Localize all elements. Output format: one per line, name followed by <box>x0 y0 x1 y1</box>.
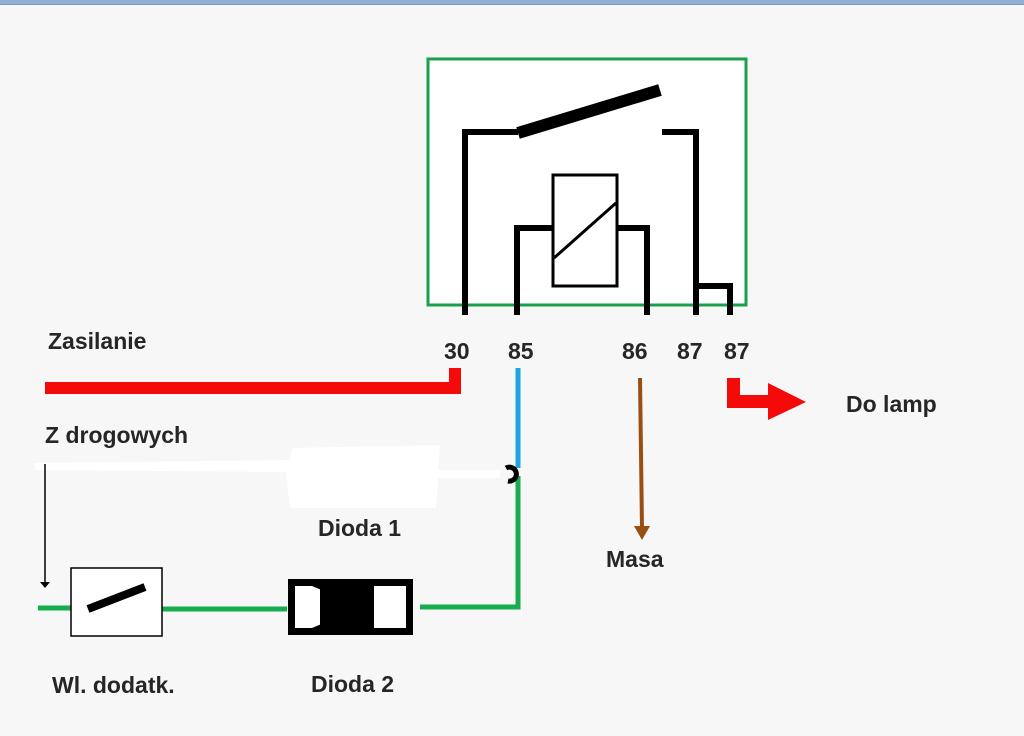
diode2-symbol <box>320 586 366 628</box>
ground-wire <box>638 377 644 529</box>
output-arrow <box>727 378 806 420</box>
diode1-label: Dioda 1 <box>318 515 402 541</box>
erased-wire-patch <box>34 445 500 508</box>
pin-label-85: 85 <box>508 338 534 364</box>
to-lamps-label: Do lamp <box>846 391 937 417</box>
diode2-window-right <box>374 586 406 628</box>
high-beam-arrow-head <box>40 582 50 588</box>
high-beam-label: Z drogowych <box>45 422 189 448</box>
pin-label-30: 30 <box>444 338 470 364</box>
switch-wire-right <box>420 476 521 610</box>
wire-junction-hook <box>504 464 519 484</box>
power-wire <box>45 368 461 394</box>
relay-coil-slash <box>553 201 617 260</box>
aux-switch-lever <box>86 583 147 613</box>
aux-switch-label: Wl. dodatk. <box>52 672 175 698</box>
relay-contact-30 <box>462 129 518 315</box>
pin-label-86: 86 <box>622 338 648 364</box>
relay-contact-87-branch <box>696 283 733 315</box>
ground-label: Masa <box>606 546 664 572</box>
power-label: Zasilanie <box>48 328 147 354</box>
relay-contact-87 <box>662 129 699 315</box>
relay-switch-arm <box>516 84 662 139</box>
ground-arrow-head <box>634 526 650 540</box>
relay-coil-lead-86 <box>617 225 650 315</box>
diode2-window-left <box>295 586 312 628</box>
pin-label-87a: 87 <box>677 338 703 364</box>
pin-label-87b: 87 <box>724 338 750 364</box>
diode2-label: Dioda 2 <box>311 671 395 697</box>
window-title-bar <box>0 0 1024 5</box>
relay-coil-lead-85 <box>514 225 553 315</box>
